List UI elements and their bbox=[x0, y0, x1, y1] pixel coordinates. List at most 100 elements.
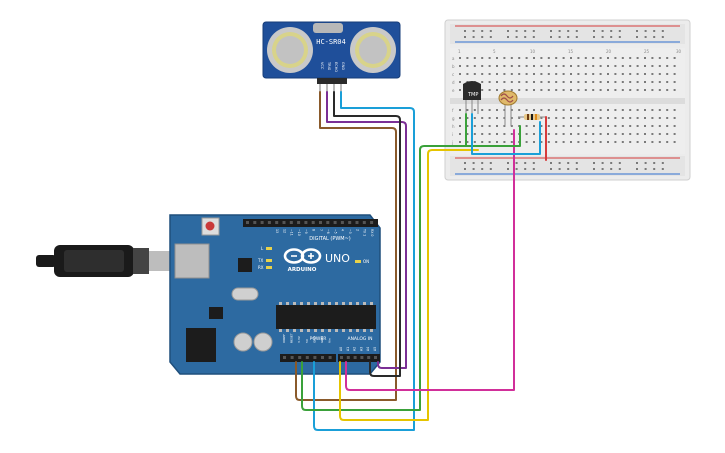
breadboard-hole[interactable] bbox=[658, 81, 661, 83]
breadboard-hole[interactable] bbox=[540, 81, 543, 83]
breadboard-hole[interactable] bbox=[570, 57, 572, 59]
breadboard-hole[interactable] bbox=[577, 89, 580, 91]
wire-bb-green-link[interactable] bbox=[465, 113, 521, 147]
rail-hole[interactable] bbox=[524, 36, 527, 38]
breadboard-hole[interactable] bbox=[621, 117, 624, 119]
rail-hole[interactable] bbox=[593, 36, 595, 38]
breadboard-hole[interactable] bbox=[629, 65, 632, 67]
breadboard-hole[interactable] bbox=[518, 89, 521, 91]
wire-bb-cyan-link[interactable] bbox=[471, 113, 541, 155]
breadboard-hole[interactable] bbox=[629, 73, 632, 75]
breadboard-hole[interactable] bbox=[503, 73, 506, 75]
breadboard-hole[interactable] bbox=[533, 81, 535, 83]
breadboard-hole[interactable] bbox=[658, 117, 661, 119]
breadboard-hole[interactable] bbox=[599, 109, 602, 111]
header-hole[interactable] bbox=[328, 356, 332, 359]
breadboard-hole[interactable] bbox=[592, 57, 595, 59]
breadboard-hole[interactable] bbox=[577, 133, 580, 135]
breadboard-hole[interactable] bbox=[459, 117, 461, 119]
breadboard-hole[interactable] bbox=[459, 89, 461, 91]
breadboard-hole[interactable] bbox=[599, 81, 602, 83]
rail-hole[interactable] bbox=[489, 30, 492, 32]
breadboard-hole[interactable] bbox=[510, 57, 513, 59]
reset-button[interactable] bbox=[205, 221, 215, 231]
rail-hole[interactable] bbox=[644, 36, 647, 38]
header-hole[interactable] bbox=[370, 221, 374, 224]
breadboard-hole[interactable] bbox=[636, 141, 639, 143]
breadboard-hole[interactable] bbox=[459, 73, 461, 75]
breadboard-hole[interactable] bbox=[518, 109, 521, 111]
breadboard-hole[interactable] bbox=[584, 81, 587, 83]
breadboard-hole[interactable] bbox=[636, 117, 639, 119]
rail-hole[interactable] bbox=[515, 162, 518, 164]
rail-hole[interactable] bbox=[644, 168, 647, 170]
header-hole[interactable] bbox=[267, 221, 271, 224]
breadboard-hole[interactable] bbox=[607, 117, 609, 119]
rail-hole[interactable] bbox=[472, 162, 475, 164]
header-hole[interactable] bbox=[374, 356, 377, 359]
breadboard-hole[interactable] bbox=[636, 125, 639, 127]
rail-hole[interactable] bbox=[515, 30, 518, 32]
breadboard-hole[interactable] bbox=[577, 117, 580, 119]
breadboard-hole[interactable] bbox=[525, 89, 528, 91]
rail-hole[interactable] bbox=[532, 162, 535, 164]
breadboard-hole[interactable] bbox=[629, 89, 632, 91]
rail-hole[interactable] bbox=[464, 168, 466, 170]
breadboard-hole[interactable] bbox=[621, 141, 624, 143]
rail-hole[interactable] bbox=[618, 30, 621, 32]
header-hole[interactable] bbox=[282, 221, 286, 224]
breadboard-hole[interactable] bbox=[540, 109, 543, 111]
breadboard-hole[interactable] bbox=[584, 125, 587, 127]
photoresistor[interactable] bbox=[498, 90, 518, 126]
breadboard-hole[interactable] bbox=[570, 89, 572, 91]
rail-hole[interactable] bbox=[636, 162, 638, 164]
breadboard-hole[interactable] bbox=[562, 81, 565, 83]
breadboard-hole[interactable] bbox=[473, 109, 476, 111]
breadboard-hole[interactable] bbox=[644, 73, 646, 75]
rail-hole[interactable] bbox=[610, 162, 613, 164]
breadboard-hole[interactable] bbox=[466, 117, 469, 119]
rail-hole[interactable] bbox=[489, 36, 492, 38]
breadboard-hole[interactable] bbox=[481, 73, 484, 75]
rail-hole[interactable] bbox=[550, 162, 552, 164]
breadboard-hole[interactable] bbox=[547, 125, 550, 127]
breadboard-hole[interactable] bbox=[673, 133, 676, 135]
breadboard-hole[interactable] bbox=[503, 57, 506, 59]
rail-hole[interactable] bbox=[550, 36, 552, 38]
breadboard-hole[interactable] bbox=[459, 141, 461, 143]
breadboard-hole[interactable] bbox=[658, 125, 661, 127]
breadboard-hole[interactable] bbox=[673, 117, 676, 119]
breadboard-hole[interactable] bbox=[540, 141, 543, 143]
breadboard-hole[interactable] bbox=[510, 109, 513, 111]
rail-hole[interactable] bbox=[524, 168, 527, 170]
rail-hole[interactable] bbox=[464, 36, 466, 38]
breadboard-hole[interactable] bbox=[540, 57, 543, 59]
header-hole[interactable] bbox=[304, 221, 308, 224]
wire-sensor-vcc[interactable] bbox=[295, 91, 397, 401]
breadboard-hole[interactable] bbox=[636, 133, 639, 135]
breadboard-hole[interactable] bbox=[570, 65, 572, 67]
breadboard-hole[interactable] bbox=[570, 117, 572, 119]
rail-hole[interactable] bbox=[507, 30, 509, 32]
breadboard-hole[interactable] bbox=[466, 109, 469, 111]
breadboard-hole[interactable] bbox=[577, 73, 580, 75]
rail-hole[interactable] bbox=[610, 168, 613, 170]
breadboard-hole[interactable] bbox=[547, 141, 550, 143]
breadboard-hole[interactable] bbox=[651, 81, 654, 83]
breadboard-hole[interactable] bbox=[651, 65, 654, 67]
breadboard-hole[interactable] bbox=[481, 65, 484, 67]
breadboard-hole[interactable] bbox=[547, 81, 550, 83]
breadboard-hole[interactable] bbox=[599, 57, 602, 59]
rail-hole[interactable] bbox=[481, 168, 484, 170]
breadboard-hole[interactable] bbox=[562, 133, 565, 135]
breadboard-hole[interactable] bbox=[459, 81, 461, 83]
breadboard-hole[interactable] bbox=[636, 73, 639, 75]
breadboard-hole[interactable] bbox=[496, 141, 498, 143]
breadboard-hole[interactable] bbox=[592, 125, 595, 127]
rail-hole[interactable] bbox=[601, 168, 604, 170]
breadboard-hole[interactable] bbox=[547, 65, 550, 67]
breadboard-hole[interactable] bbox=[503, 109, 506, 111]
breadboard-hole[interactable] bbox=[555, 141, 558, 143]
rail-hole[interactable] bbox=[593, 168, 595, 170]
